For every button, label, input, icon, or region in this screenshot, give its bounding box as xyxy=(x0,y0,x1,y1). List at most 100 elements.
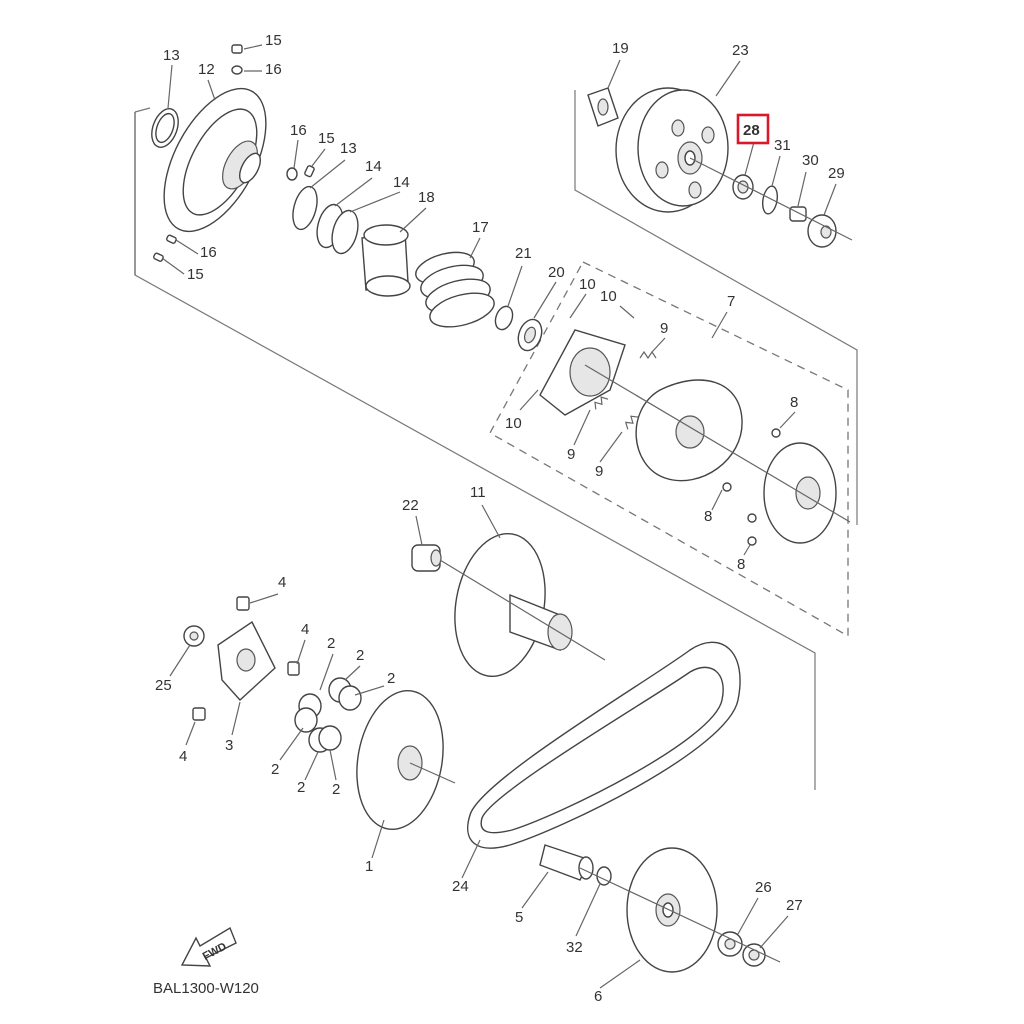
collar-5[interactable] xyxy=(539,844,594,881)
part-label-3[interactable]: 3 xyxy=(225,737,233,754)
washer-19[interactable] xyxy=(587,87,619,127)
part-label-13[interactable]: 13 xyxy=(340,140,357,157)
part-label-7[interactable]: 7 xyxy=(727,293,735,310)
nut-28[interactable] xyxy=(732,174,754,200)
part-label-4[interactable]: 4 xyxy=(278,574,286,591)
circlip-31[interactable] xyxy=(761,185,780,215)
assembly-frames xyxy=(134,90,858,790)
part-label-2[interactable]: 2 xyxy=(356,647,364,664)
part-label-2[interactable]: 2 xyxy=(297,779,305,796)
part-label-14[interactable]: 14 xyxy=(365,158,382,175)
fan-pulley-6[interactable] xyxy=(626,847,718,973)
leader-line-p11 xyxy=(481,504,501,539)
clutch-housing-23[interactable] xyxy=(615,87,729,213)
part-label-5[interactable]: 5 xyxy=(515,909,523,926)
fixed-sheave-11[interactable] xyxy=(444,526,573,683)
part-label-1[interactable]: 1 xyxy=(365,858,373,875)
fwd-arrow-icon: FWD xyxy=(180,926,237,967)
part-label-28[interactable]: 28 xyxy=(743,122,760,139)
part-label-8[interactable]: 8 xyxy=(790,394,798,411)
leader-line-p2b xyxy=(344,665,361,681)
leader-line-p1 xyxy=(371,819,385,859)
part-label-22[interactable]: 22 xyxy=(402,497,419,514)
part-label-32[interactable]: 32 xyxy=(566,939,583,956)
clutch-plate[interactable] xyxy=(539,329,626,416)
part-label-4[interactable]: 4 xyxy=(179,748,187,765)
circlip-21[interactable] xyxy=(492,304,515,332)
oil-seal-13[interactable] xyxy=(147,105,183,151)
o-rings-13-14[interactable] xyxy=(289,184,363,256)
secondary-sliding-sheave[interactable] xyxy=(143,72,287,247)
part-label-19[interactable]: 19 xyxy=(612,40,629,57)
sliders-4[interactable] xyxy=(192,596,300,721)
clutch-assembly-boundary xyxy=(489,261,849,638)
part-label-30[interactable]: 30 xyxy=(802,152,819,169)
part-label-10[interactable]: 10 xyxy=(505,415,522,432)
part-label-9[interactable]: 9 xyxy=(567,446,575,463)
part-label-29[interactable]: 29 xyxy=(828,165,845,182)
part-label-15[interactable]: 15 xyxy=(265,32,282,49)
part-label-24[interactable]: 24 xyxy=(452,878,469,895)
leader-line-p5 xyxy=(521,871,549,909)
part-label-4[interactable]: 4 xyxy=(301,621,309,638)
part-label-18[interactable]: 18 xyxy=(418,189,435,206)
primary-sliding-sheave-1[interactable] xyxy=(346,684,453,836)
part-label-6[interactable]: 6 xyxy=(594,988,602,1005)
part-label-15[interactable]: 15 xyxy=(187,266,204,283)
part-label-23[interactable]: 23 xyxy=(732,42,749,59)
nut-27[interactable] xyxy=(742,943,766,967)
part-label-21[interactable]: 21 xyxy=(515,245,532,262)
part-label-8[interactable]: 8 xyxy=(704,508,712,525)
compression-spring-17[interactable] xyxy=(412,247,497,333)
part-label-25[interactable]: 25 xyxy=(155,677,172,694)
part-label-31[interactable]: 31 xyxy=(774,137,791,154)
part-label-11[interactable]: 11 xyxy=(470,484,486,501)
leader-line-p28 xyxy=(744,141,755,176)
part-label-2[interactable]: 2 xyxy=(271,761,279,778)
v-belt-24[interactable] xyxy=(467,641,741,849)
part-label-2[interactable]: 2 xyxy=(327,635,335,652)
part-label-13[interactable]: 13 xyxy=(163,47,180,64)
part-label-20[interactable]: 20 xyxy=(548,264,565,281)
bearing-29[interactable] xyxy=(807,214,837,248)
leader-line-p14b xyxy=(349,191,401,213)
collar-18[interactable] xyxy=(361,224,411,297)
clutch-springs-9[interactable] xyxy=(592,350,657,430)
leader-line-p27 xyxy=(759,915,789,949)
clutch-shoes[interactable] xyxy=(635,379,743,482)
clutch-carrier-plate[interactable] xyxy=(722,428,837,546)
part-label-16[interactable]: 16 xyxy=(290,122,307,139)
part-label-16[interactable]: 16 xyxy=(265,61,282,78)
washer-25[interactable] xyxy=(183,625,205,647)
part-label-8[interactable]: 8 xyxy=(737,556,745,573)
part-label-10[interactable]: 10 xyxy=(600,288,617,305)
cam-3[interactable] xyxy=(217,620,276,701)
leader-line-p10b xyxy=(619,305,635,319)
part-label-17[interactable]: 17 xyxy=(472,219,489,236)
washer-32[interactable] xyxy=(596,866,612,886)
part-label-10[interactable]: 10 xyxy=(579,276,596,293)
washer-26[interactable] xyxy=(717,931,743,957)
part-label-26[interactable]: 26 xyxy=(755,879,772,896)
part-label-16[interactable]: 16 xyxy=(200,244,217,261)
leader-line-p16b xyxy=(293,139,299,169)
part-label-12[interactable]: 12 xyxy=(198,61,215,78)
bearing-20[interactable] xyxy=(514,316,546,354)
leader-line-p9a xyxy=(651,337,666,353)
part-label-2[interactable]: 2 xyxy=(387,670,395,687)
leader-line-p6 xyxy=(599,959,641,989)
pins-15-16[interactable] xyxy=(153,44,315,262)
leader-line-p9c xyxy=(599,431,623,463)
part-label-15[interactable]: 15 xyxy=(318,130,335,147)
leader-line-p13b xyxy=(309,159,346,189)
part-label-27[interactable]: 27 xyxy=(786,897,803,914)
part-label-9[interactable]: 9 xyxy=(595,463,603,480)
bearing-22[interactable] xyxy=(411,544,442,572)
collar-30[interactable] xyxy=(789,206,807,222)
weight-rollers-2[interactable] xyxy=(294,677,362,753)
part-label-9[interactable]: 9 xyxy=(660,320,668,337)
part-label-2[interactable]: 2 xyxy=(332,781,340,798)
leader-line-p2d xyxy=(279,727,304,761)
part-label-14[interactable]: 14 xyxy=(393,174,410,191)
